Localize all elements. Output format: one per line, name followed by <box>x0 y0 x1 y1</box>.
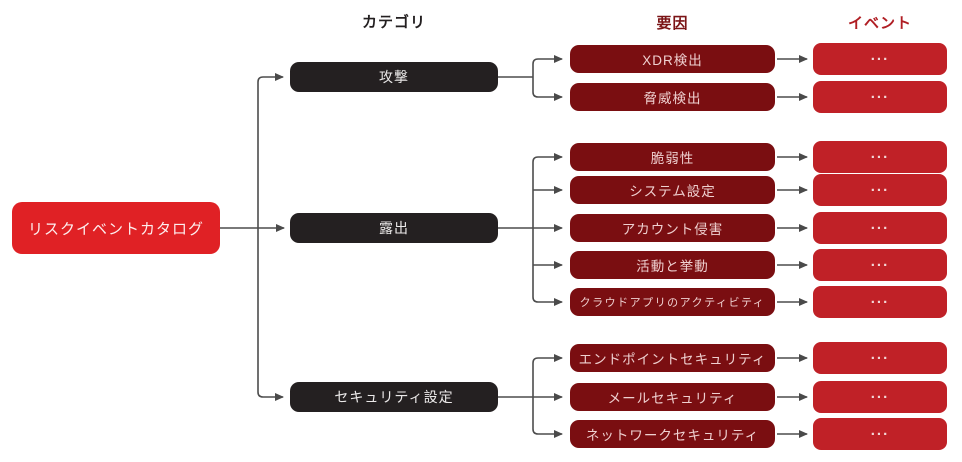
event-node-ellipsis: ... <box>813 381 947 413</box>
event-node-ellipsis: ... <box>813 286 947 318</box>
category-node-attack: 攻撃 <box>290 62 498 92</box>
factor-node-xdr-detection: XDR検出 <box>570 45 775 73</box>
event-node-ellipsis: ... <box>813 342 947 374</box>
event-node-ellipsis: ... <box>813 174 947 206</box>
event-node-ellipsis: ... <box>813 81 947 113</box>
event-node-ellipsis: ... <box>813 43 947 75</box>
event-node-ellipsis: ... <box>813 141 947 173</box>
event-node-ellipsis: ... <box>813 249 947 281</box>
factor-node-network-security: ネットワークセキュリティ <box>570 420 775 448</box>
factor-node-cloud-app-activity: クラウドアプリのアクティビティ <box>570 288 775 316</box>
category-node-security-settings: セキュリティ設定 <box>290 382 498 412</box>
factor-node-system-configuration: システム設定 <box>570 176 775 204</box>
factor-node-vulnerability: 脆弱性 <box>570 143 775 171</box>
factor-node-email-security: メールセキュリティ <box>570 383 775 411</box>
event-node-ellipsis: ... <box>813 418 947 450</box>
factor-node-endpoint-security: エンドポイントセキュリティ <box>570 344 775 372</box>
factor-node-activity-and-behavior: 活動と挙動 <box>570 251 775 279</box>
event-node-ellipsis: ... <box>813 212 947 244</box>
factor-node-account-compromise: アカウント侵害 <box>570 214 775 242</box>
column-header-category: カテゴリ <box>361 14 426 31</box>
factor-node-threat-detection: 脅威検出 <box>570 83 775 111</box>
root-node-risk-event-catalog: リスクイベントカタログ <box>12 202 220 254</box>
column-header-event: イベント <box>847 15 912 32</box>
column-header-factor: 要因 <box>656 15 689 32</box>
category-node-exposure: 露出 <box>290 213 498 243</box>
